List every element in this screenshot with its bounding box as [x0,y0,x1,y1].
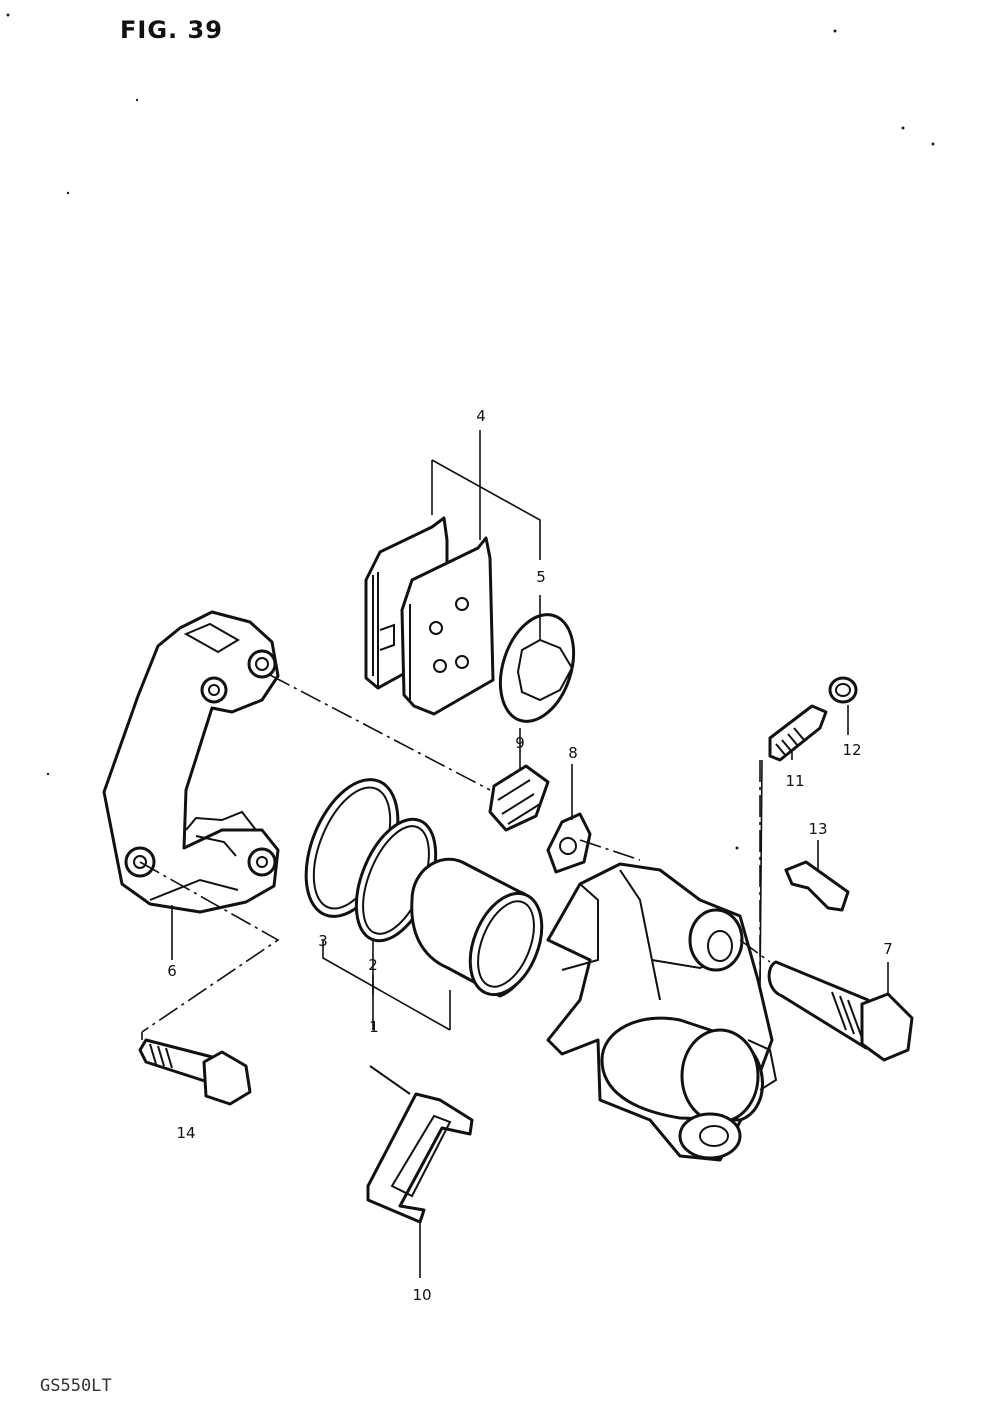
callout-4: 4 [476,407,486,425]
callout-5: 5 [536,568,546,586]
callout-13: 13 [808,820,827,838]
callout-14: 14 [176,1124,195,1142]
callout-8: 8 [568,744,578,762]
holder-mounting-bolt [138,1038,252,1106]
callout-6: 6 [167,962,177,980]
callout-1: 1 [369,1018,379,1036]
pad-retainer [366,1065,474,1224]
pad-shim [498,613,576,723]
callout-11: 11 [785,772,804,790]
piston-seals-and-piston [304,778,544,998]
callout-2: 2 [368,956,378,974]
callout-3: 3 [318,932,328,950]
boot-and-bush [488,764,592,874]
model-code: GS550LT [40,1376,112,1396]
bleeder-valve-and-cap [768,676,858,762]
callout-7: 7 [883,940,893,958]
pad-spring [784,860,850,912]
callout-10: 10 [412,1286,431,1304]
caliper-holder [102,610,280,914]
figure-title: FIG. 39 [120,16,223,44]
alignment-lines [139,674,771,1033]
callout-9: 9 [515,734,525,752]
caliper-body [546,862,778,1162]
scan-specks [6,13,935,850]
brake-pad-set [364,516,495,716]
callout-labels: 4 5 9 8 11 12 13 3 2 6 7 1 14 10 [167,407,893,1304]
callout-12: 12 [842,741,861,759]
caliper-pin-bolt [767,960,914,1062]
